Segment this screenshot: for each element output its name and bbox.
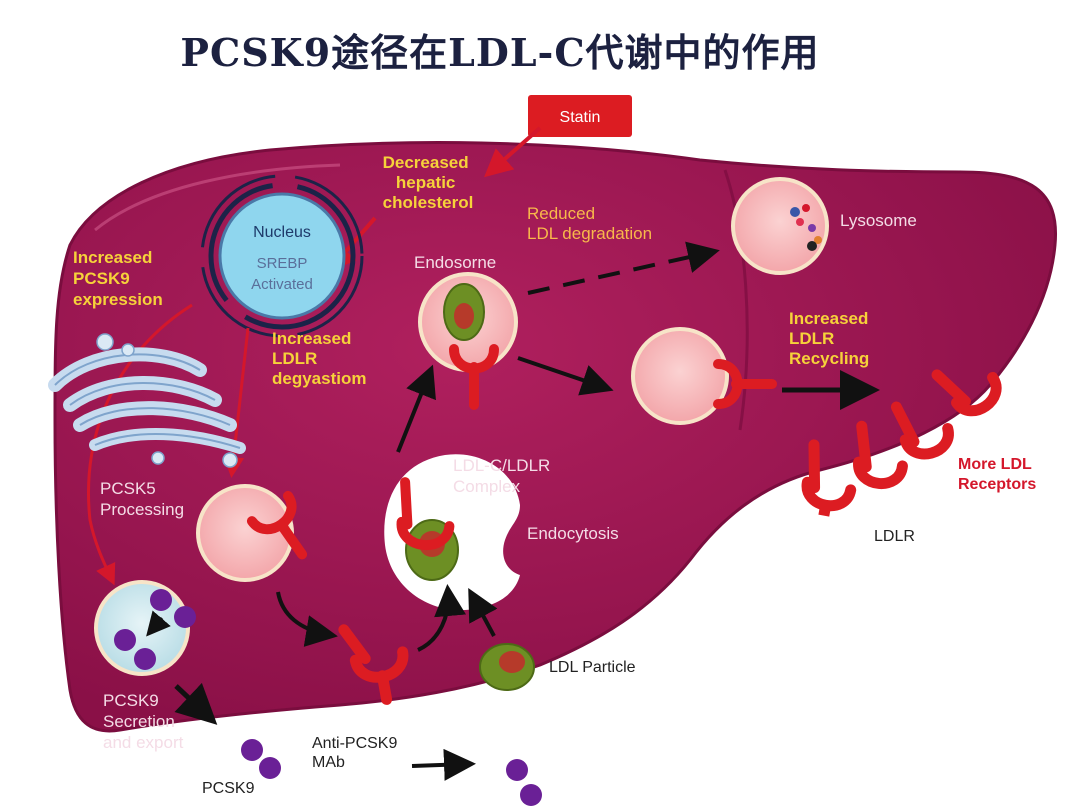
ldlc-complex-line-2: Complex — [453, 477, 521, 496]
increased-ldlr-line-2: LDLR — [272, 349, 317, 368]
pcsk5-vesicle — [196, 484, 294, 582]
endosome-label: Endosorne — [414, 253, 496, 272]
increased-recycling-line-1: Increased — [789, 309, 868, 328]
pcsk5-receptor — [246, 490, 308, 560]
more-ldl-line-1: More LDL — [958, 456, 1032, 473]
ldlc-complex-label: LDL-C/LDLR Complex — [453, 456, 555, 496]
decreased-hepatic-line-2: hepatic — [396, 173, 456, 192]
pcsk9-secretion-line-1: PCSK9 — [103, 691, 159, 710]
ldl-particle-core — [499, 651, 525, 673]
increased-pcsk9-line-1: Increased — [73, 248, 152, 267]
increased-pcsk9-label: Increased PCSK9 expression — [73, 248, 163, 309]
nucleus-ring-mid — [208, 182, 356, 330]
pcsk9-secretion-line-2: Secretion — [103, 712, 175, 731]
increased-ldlr-label: Increased LDLR degyastiom — [272, 329, 366, 388]
nucleus-label: Nucleus — [253, 224, 311, 241]
pcsk9-secretion-line-3: and export — [103, 733, 184, 752]
lysosome-fragment — [802, 204, 810, 212]
blocked-pcsk9-molecule — [506, 759, 528, 781]
pcsk5-line-1: PCSK5 — [100, 479, 156, 498]
pcsk9-label: PCSK9 — [202, 780, 255, 797]
ldlr-label: LDLR — [874, 528, 915, 545]
lysosome-fragment — [807, 241, 817, 251]
membrane-receptor — [931, 369, 1002, 417]
decreased-hepatic-line-1: Decreased — [383, 153, 469, 172]
pcsk9-molecule — [114, 629, 136, 651]
pcsk9-expression-arrow — [87, 303, 193, 586]
membrane-receptor — [853, 420, 908, 489]
recycling-receptor — [713, 359, 777, 409]
pcsk9-molecule — [174, 606, 196, 628]
blocked-pcsk9-molecule — [520, 784, 542, 806]
decreased-hepatic-label: Decreased hepatic cholesterol — [383, 153, 474, 212]
pcsk5-label: PCSK5 Processing — [100, 479, 184, 519]
endosome-receptor — [449, 344, 499, 410]
anti-pcsk9-line-1: Anti-PCSK9 — [312, 735, 397, 752]
decreased-hepatic-line-3: cholesterol — [383, 193, 474, 212]
increased-recycling-label: Increased LDLR Recycling — [789, 309, 873, 368]
increased-recycling-line-2: LDLR — [789, 329, 834, 348]
anti-pcsk9-label: Anti-PCSK9 MAb — [312, 735, 402, 771]
pcsk9-molecule — [134, 648, 156, 670]
secreted-pcsk9-molecule — [259, 757, 281, 779]
statin-box — [528, 95, 632, 137]
increased-ldlr-line-3: degyastiom — [272, 369, 366, 388]
endocytosis-receptor — [396, 477, 455, 551]
more-ldl-line-2: Receptors — [958, 476, 1036, 493]
surface-to-endocytosis-arrow — [417, 584, 467, 652]
complex-to-endosome-arrow — [396, 364, 436, 453]
endosome-ldl-core — [454, 303, 474, 329]
pcsk9-secretion-label: PCSK9 Secretion and export — [103, 691, 184, 752]
membrane-receptor — [890, 401, 954, 460]
increased-recycling-line-3: Recycling — [789, 349, 869, 368]
activated-label: Activated — [251, 276, 313, 293]
endocytosis-label: Endocytosis — [527, 524, 619, 543]
anti-pcsk9-line-2: MAb — [312, 754, 345, 771]
reduced-ldl-line-1: Reduced — [527, 204, 595, 223]
lysosome-fragment — [790, 207, 800, 217]
membrane-receptor — [801, 439, 857, 517]
lysosome-fragment — [814, 236, 822, 244]
statin-arrow — [483, 126, 542, 178]
diagram-title: PCSK9途径在LDL-C代谢中的作用 — [180, 30, 820, 75]
reduced-ldl-label: Reduced LDL degradation — [527, 204, 652, 243]
reduced-ldl-line-2: LDL degradation — [527, 224, 652, 243]
pcsk9-export-arrow — [174, 682, 218, 725]
pcsk5-line-2: Processing — [100, 500, 184, 519]
srebp-label: SREBP — [257, 255, 308, 272]
increased-pcsk9-line-3: expression — [73, 290, 163, 309]
more-ldl-label: More LDL Receptors — [958, 456, 1036, 493]
pcsk9-molecule — [150, 589, 172, 611]
liver-lobe-line — [723, 169, 749, 431]
pcsk5-to-surface-arrow — [276, 591, 338, 647]
ldl-particle-label: LDL Particle — [549, 659, 636, 676]
lysosome-fragment — [796, 218, 804, 226]
increased-ldlr-line-1: Increased — [272, 329, 351, 348]
ldl-to-endocytosis-arrow — [468, 587, 498, 637]
endosome-to-recycling-arrow — [517, 356, 614, 396]
anti-pcsk9-arrow — [411, 748, 476, 781]
statin-label: Statin — [560, 109, 601, 126]
ldlc-complex-line-1: LDL-C/LDLR — [453, 456, 550, 475]
increased-pcsk9-line-2: PCSK9 — [73, 269, 130, 288]
recycling-vesicle — [631, 327, 729, 425]
liver-highlight — [94, 163, 341, 232]
lysosome — [731, 177, 829, 275]
lysosome-label: Lysosome — [840, 211, 917, 230]
nucleus-ring-outer — [200, 174, 364, 338]
nucleus — [218, 192, 346, 320]
lysosome-fragment — [808, 224, 816, 232]
secreted-pcsk9-molecule — [241, 739, 263, 761]
endosome-to-lysosome-arrow — [527, 241, 720, 295]
golgi-apparatus — [48, 333, 246, 468]
pcsk9-inner-arrow — [146, 610, 171, 637]
surface-receptor — [338, 624, 409, 705]
